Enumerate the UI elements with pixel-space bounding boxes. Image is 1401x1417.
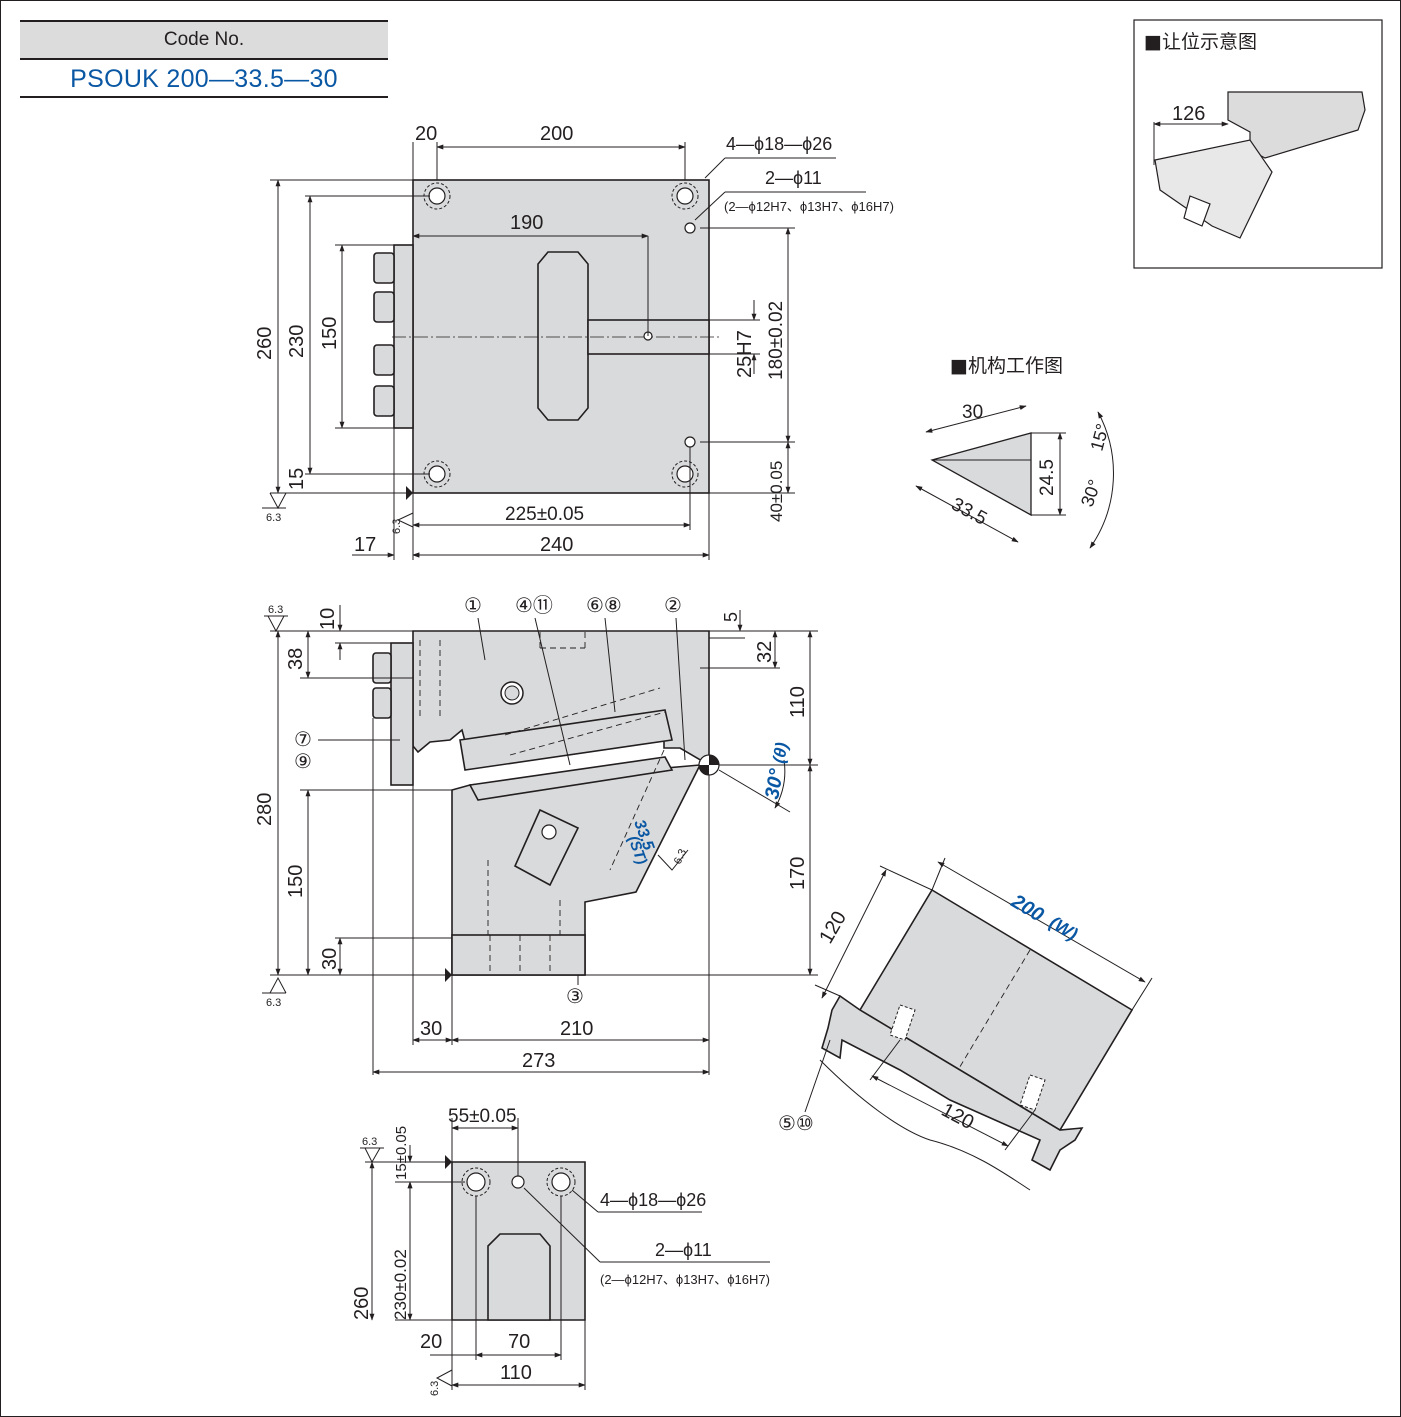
side-dim-38: 38 [285, 648, 307, 670]
bottom-hole-b: 2—ϕ11 [655, 1240, 712, 1260]
side-dim-280: 280 [254, 793, 276, 826]
top-dim-240: 240 [540, 534, 573, 556]
bottom-dim-20: 20 [420, 1331, 442, 1353]
callout-2: ② [664, 595, 682, 617]
side-dim-110: 110 [787, 686, 809, 718]
side-dim-210: 210 [560, 1018, 593, 1040]
callout-3: ③ [566, 986, 584, 1008]
clearance-dim-126: 126 [1172, 103, 1205, 125]
top-rough-left: 6.3 [266, 512, 281, 524]
top-hole-b-note: (2—ϕ12H7、ϕ13H7、ϕ16H7) [724, 199, 894, 214]
mech-angle-15: 15° [1087, 422, 1113, 453]
top-dim-230: 230 [286, 325, 308, 358]
code-value: PSOUK 200—33.5—30 [20, 60, 388, 98]
top-dim-25h7: 25H7 [734, 330, 756, 378]
top-dim-180: 180±0.02 [766, 301, 787, 380]
mech-angle-30: 30° [1077, 477, 1105, 509]
top-rough-right: 6.3 [391, 519, 403, 534]
side-angle-30: 30° [761, 766, 788, 801]
side-angle-theta: (θ) [769, 741, 791, 765]
side-dim-273: 273 [522, 1050, 555, 1072]
side-dim-10: 10 [317, 608, 339, 630]
side-dim-32: 32 [754, 641, 776, 663]
top-dim-40: 40±0.05 [767, 461, 786, 522]
top-hole-b: 2—ϕ11 [765, 168, 822, 188]
bottom-rough-left: 6.3 [362, 1136, 377, 1148]
top-view: 20 200 190 4—ϕ18—ϕ26 2—ϕ11 (2—ϕ12H7、ϕ13H… [254, 123, 894, 560]
callout-7: ⑦ [294, 729, 312, 751]
side-dim-150: 150 [285, 865, 307, 898]
side-dim-170: 170 [787, 857, 809, 890]
callout-9: ⑨ [294, 751, 312, 773]
top-dim-200: 200 [540, 123, 573, 145]
bottom-dim-230: 230±0.02 [391, 1249, 410, 1320]
side-rough-bottom: 6.3 [266, 997, 281, 1009]
callout-1: ① [464, 595, 482, 617]
top-dim-150: 150 [319, 317, 341, 350]
iso-dim-120a: 120 [815, 908, 851, 948]
bottom-dim-55: 55±0.05 [448, 1106, 517, 1127]
top-dim-225: 225±0.05 [505, 504, 584, 525]
side-dim-5: 5 [721, 612, 741, 622]
mechanism-inset: ■机构工作图 30 24.5 33.5 15° 30° [915, 355, 1114, 549]
clearance-title: ■让位示意图 [1144, 31, 1257, 53]
bottom-hole-a: 4—ϕ18—ϕ26 [600, 1190, 706, 1210]
top-dim-190: 190 [510, 212, 543, 234]
side-rough-angle: 6.3 [672, 847, 689, 866]
top-hole-a: 4—ϕ18—ϕ26 [726, 134, 832, 154]
bottom-rough-bottom: 6.3 [429, 1381, 441, 1396]
mech-dim-33-5: 33.5 [948, 494, 991, 530]
code-box: Code No. PSOUK 200—33.5—30 [20, 20, 388, 98]
top-dim-20: 20 [415, 123, 437, 145]
mech-dim-30: 30 [962, 402, 983, 423]
bottom-view: 55±0.05 4—ϕ18—ϕ26 2—ϕ11 (2—ϕ12H7、ϕ13H7、ϕ… [351, 1106, 770, 1396]
iso-dim-w: (W) [1046, 912, 1081, 944]
bottom-dim-15: 15±0.05 [393, 1126, 410, 1180]
side-callouts: ① ④⑪ ⑥⑧ ② ⑦ ⑨ ③ [294, 594, 686, 1008]
callout-4-11: ④⑪ [515, 594, 553, 617]
callout-6-8: ⑥⑧ [586, 595, 622, 617]
bottom-dim-260: 260 [351, 1287, 373, 1320]
side-view: ① ④⑪ ⑥⑧ ② ⑦ ⑨ ③ 280 10 38 150 30 [254, 594, 818, 1075]
mechanism-title: ■机构工作图 [950, 355, 1063, 377]
iso-view: 200 (W) 120 120 ⑤⑩ [778, 857, 1153, 1191]
iso-callout-5-10: ⑤⑩ [778, 1113, 814, 1135]
mech-dim-24-5: 24.5 [1037, 459, 1058, 496]
bottom-hole-b-note: (2—ϕ12H7、ϕ13H7、ϕ16H7) [600, 1272, 770, 1287]
code-label: Code No. [20, 20, 388, 60]
clearance-inset: ■让位示意图 126 [1133, 19, 1383, 269]
top-dim-260: 260 [254, 327, 276, 360]
bottom-dim-110: 110 [500, 1362, 532, 1384]
top-dim-15: 15 [286, 468, 308, 490]
top-dim-17: 17 [354, 534, 376, 556]
iso-dim-200: 200 [1007, 890, 1048, 927]
side-dim-30v: 30 [319, 948, 341, 970]
bottom-dim-70: 70 [508, 1331, 530, 1353]
side-dim-30h: 30 [420, 1018, 442, 1040]
side-rough-top: 6.3 [268, 604, 283, 616]
